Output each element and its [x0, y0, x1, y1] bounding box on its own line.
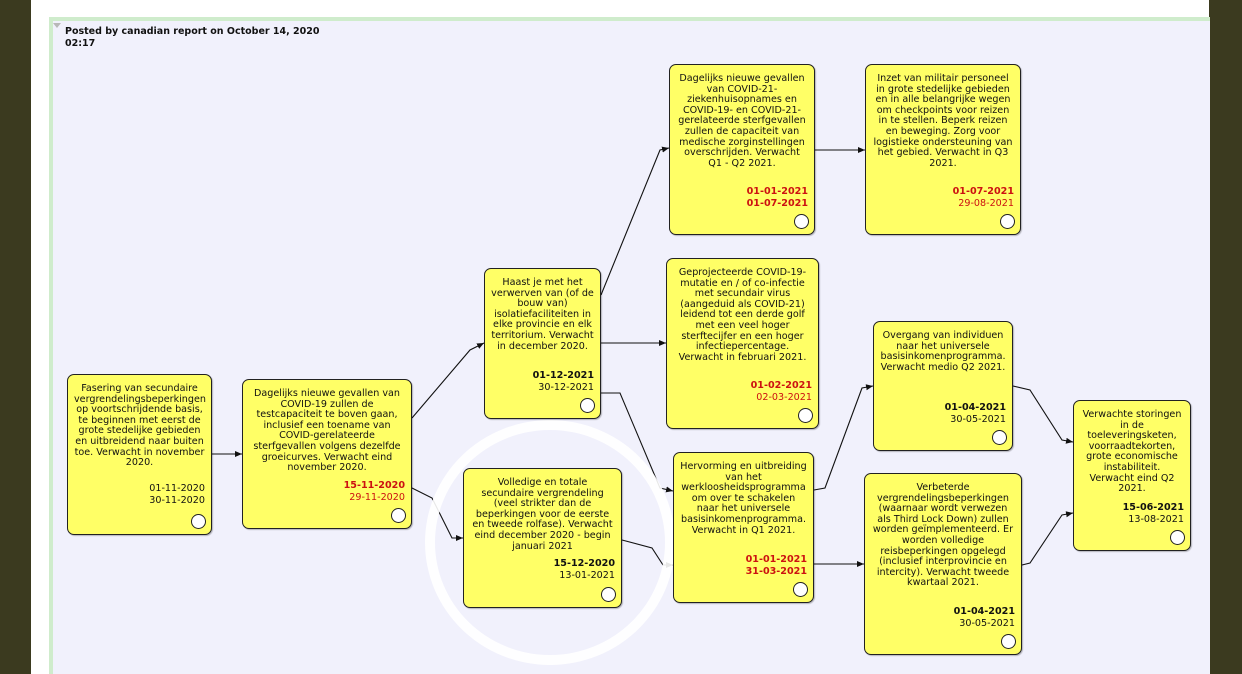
edge-n3-n5 [600, 146, 670, 296]
node-end-date: 30-05-2021 [950, 413, 1006, 425]
node-dates: 01-01-2021 01-07-2021 [747, 186, 808, 209]
node-dates: 15-11-2020 29-11-2020 [344, 480, 405, 503]
node-end-date: 29-08-2021 [958, 197, 1014, 209]
node-end-date: 02-03-2021 [756, 391, 812, 403]
node-start-date: 01-11-2020 [149, 483, 205, 494]
node-end-date: 31-03-2021 [745, 565, 807, 577]
node-end-date: 01-07-2021 [746, 197, 808, 209]
edge-n2-n3 [411, 342, 485, 419]
edge-n10-n11 [1021, 511, 1074, 566]
edge-n7-n9 [813, 384, 874, 491]
node-description: Dagelijks nieuwe gevallen van COVID-21-z… [678, 73, 806, 169]
node-description: Fasering van secundaire vergrendelingsbe… [74, 383, 206, 469]
node-status-circle[interactable] [794, 214, 809, 229]
node-status-circle[interactable] [793, 582, 808, 597]
node-status-circle[interactable] [391, 508, 406, 523]
timeline-node-covid21-mutation[interactable]: Geprojecteerde COVID-19-mutatie en / of … [666, 258, 819, 429]
node-status-circle[interactable] [1001, 634, 1016, 649]
node-description: Verbeterde vergrendelingsbeperkingen (wa… [872, 482, 1014, 589]
timeline-node-testing-capacity[interactable]: Dagelijks nieuwe gevallen van COVID-19 z… [242, 379, 412, 529]
timeline-node-unemployment-reform[interactable]: Hervorming en uitbreiding van het werklo… [673, 452, 814, 603]
highlight-circle [425, 420, 675, 665]
node-status-circle[interactable] [580, 398, 595, 413]
timeline-node-hospital-capacity[interactable]: Dagelijks nieuwe gevallen van COVID-21-z… [669, 64, 815, 235]
node-end-date: 13-08-2021 [1128, 513, 1184, 525]
node-start-date: 15-06-2021 [1122, 502, 1184, 513]
posted-by-header: Posted by canadian report on October 14,… [65, 26, 320, 49]
node-dates: 01-04-2021 30-05-2021 [954, 606, 1015, 629]
node-dates: 01-07-2021 29-08-2021 [953, 186, 1014, 209]
node-start-date: 15-12-2020 [553, 558, 615, 569]
node-end-date: 30-12-2021 [538, 381, 594, 393]
node-description: Inzet van militair personeel in grote st… [873, 73, 1013, 169]
timeline-node-supply-chain[interactable]: Verwachte storingen in de toeleveringske… [1073, 400, 1191, 551]
timeline-node-total-lockdown[interactable]: Volledige en totale secundaire vergrende… [463, 468, 622, 608]
node-description: Verwachte storingen in de toeleveringske… [1082, 409, 1182, 495]
node-dates: 01-11-2020 30-11-2020 [149, 483, 205, 506]
node-start-date: 01-01-2021 [745, 554, 807, 565]
node-start-date: 01-04-2021 [944, 402, 1006, 413]
timeline-node-isolation-facilities[interactable]: Haast je met het verwerven van (of de bo… [484, 268, 601, 419]
node-dates: 01-01-2021 31-03-2021 [746, 554, 807, 577]
timeline-node-military-checkpoints[interactable]: Inzet van militair personeel in grote st… [865, 64, 1021, 235]
node-dates: 15-12-2020 13-01-2021 [554, 558, 615, 581]
node-description: Volledige en totale secundaire vergrende… [472, 477, 613, 552]
timeline-node-phasing-lockdown[interactable]: Fasering van secundaire vergrendelingsbe… [67, 374, 212, 535]
node-status-circle[interactable] [1170, 530, 1185, 545]
node-description: Haast je met het verwerven van (of de bo… [491, 277, 594, 352]
node-end-date: 29-11-2020 [349, 491, 405, 503]
node-start-date: 15-11-2020 [343, 480, 405, 491]
edge-n9-n11 [1012, 385, 1074, 444]
node-dates: 01-12-2021 30-12-2021 [533, 370, 594, 393]
node-end-date: 30-11-2020 [149, 494, 205, 506]
node-end-date: 13-01-2021 [559, 569, 615, 581]
node-status-circle[interactable] [798, 408, 813, 423]
node-status-circle[interactable] [191, 514, 206, 529]
node-description: Dagelijks nieuwe gevallen van COVID-19 z… [253, 388, 401, 474]
node-status-circle[interactable] [992, 430, 1007, 445]
node-end-date: 30-05-2021 [959, 617, 1015, 629]
node-status-circle[interactable] [601, 587, 616, 602]
node-start-date: 01-12-2021 [532, 370, 594, 381]
collapse-triangle-icon[interactable] [53, 23, 61, 28]
node-dates: 01-04-2021 30-05-2021 [945, 402, 1006, 425]
node-status-circle[interactable] [1000, 214, 1015, 229]
node-description: Hervorming en uitbreiding van het werklo… [680, 461, 807, 536]
timeline-node-basic-income-transition[interactable]: Overgang van individuen naar het univers… [873, 321, 1013, 451]
node-description: Geprojecteerde COVID-19-mutatie en / of … [678, 267, 807, 363]
node-start-date: 01-02-2021 [750, 380, 812, 391]
node-start-date: 01-01-2021 [746, 186, 808, 197]
node-dates: 01-02-2021 02-03-2021 [751, 380, 812, 403]
node-dates: 15-06-2021 13-08-2021 [1123, 502, 1184, 525]
edge-n3-n7 [601, 392, 674, 493]
node-start-date: 01-04-2021 [953, 606, 1015, 617]
timeline-node-third-lockdown[interactable]: Verbeterde vergrendelingsbeperkingen (wa… [864, 473, 1022, 655]
node-start-date: 01-07-2021 [952, 186, 1014, 197]
node-description: Overgang van individuen naar het univers… [880, 330, 1006, 373]
